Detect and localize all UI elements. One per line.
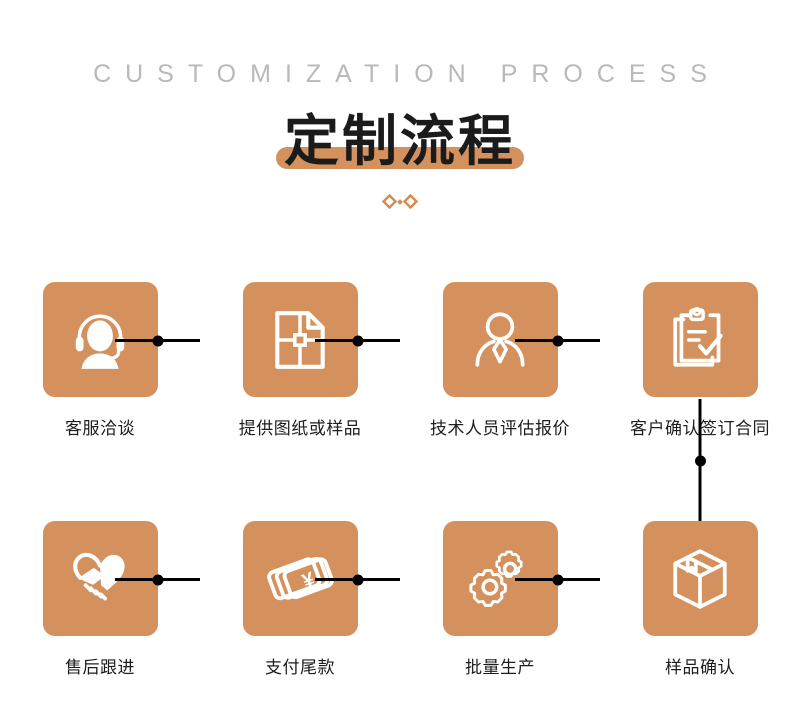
stacked-banknotes-yuan-icon: ¥ <box>267 556 334 600</box>
connector-vertical <box>694 399 706 523</box>
connector-node <box>352 574 363 585</box>
two-gears-icon <box>469 550 523 607</box>
connector-horizontal <box>515 574 600 585</box>
blueprint-drawing-icon <box>275 310 325 369</box>
connector-node <box>352 335 363 346</box>
page-header: CUSTOMIZATION PROCESS 定制流程 <box>0 0 800 211</box>
connector-node <box>694 455 706 467</box>
package-box-icon <box>673 548 727 609</box>
connector-node <box>552 335 563 346</box>
connector-horizontal <box>315 574 400 585</box>
connector-node <box>152 574 163 585</box>
step-label: 提供图纸或样品 <box>238 419 362 438</box>
process-step-customer-service[interactable]: 客服洽谈 <box>0 282 200 439</box>
process-step-sample-confirm[interactable]: 样品确认 <box>600 521 800 678</box>
title-highlight-bar <box>275 146 524 169</box>
step-label: 客服洽谈 <box>65 419 135 438</box>
eyebrow-text: CUSTOMIZATION PROCESS <box>93 60 721 88</box>
handshake-heart-icon <box>73 552 125 600</box>
title-text: 定制流程 <box>283 110 516 172</box>
process-step-mass-production[interactable]: 批量生产 <box>400 521 600 678</box>
step-label: 支付尾款 <box>265 658 335 677</box>
process-step-after-sales[interactable]: 售后跟进 <box>0 521 200 678</box>
process-step-final-payment[interactable]: ¥ 支付尾款 <box>200 521 400 678</box>
connector-horizontal <box>515 335 600 346</box>
process-step-drawings[interactable]: 提供图纸或样品 <box>200 282 400 439</box>
connector-node <box>152 335 163 346</box>
process-row-2: 售后跟进 ¥ 支付尾款 <box>0 521 800 678</box>
step-label: 批量生产 <box>465 658 535 677</box>
step-label: 技术人员评估报价 <box>430 419 570 438</box>
connector-horizontal <box>115 335 200 346</box>
process-step-technical-quote[interactable]: 技术人员评估报价 <box>400 282 600 439</box>
step-tile[interactable] <box>642 282 758 397</box>
step-tile[interactable] <box>642 521 758 636</box>
page-title: 定制流程 <box>275 110 524 173</box>
technician-person-tie-icon <box>475 311 525 367</box>
step-label: 售后跟进 <box>65 658 135 677</box>
connector-horizontal <box>315 335 400 346</box>
step-label: 样品确认 <box>665 658 735 677</box>
connector-node <box>552 574 563 585</box>
connector-horizontal <box>115 574 200 585</box>
process-row-1: 客服洽谈 提供图纸或样品 <box>0 282 800 439</box>
clipboard-check-contract-icon <box>673 306 723 367</box>
